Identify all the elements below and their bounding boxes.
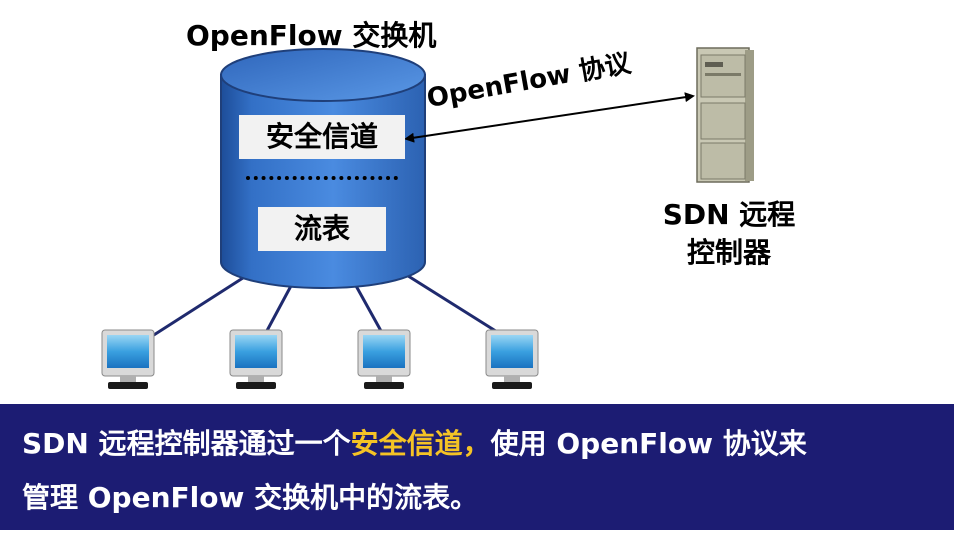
host-2 (229, 329, 283, 389)
caption-box: SDN 远程控制器通过一个安全信道，使用 OpenFlow 协议来 管理 Ope… (0, 404, 954, 530)
host-3 (357, 329, 411, 389)
caption-line-1: SDN 远程控制器通过一个安全信道，使用 OpenFlow 协议来 (22, 422, 807, 462)
monitor-icon (485, 329, 539, 389)
dotted-separator (246, 176, 398, 180)
protocol-arrow (404, 92, 695, 143)
caption-highlight: 安全信道， (350, 427, 491, 460)
caption-text-1b: 使用 OpenFlow 协议来 (490, 427, 807, 460)
server-icon (696, 47, 754, 183)
host-1 (101, 329, 155, 389)
controller-label: SDN 远程 控制器 (652, 196, 806, 272)
openflow-switch-cylinder (220, 48, 426, 289)
host-links (145, 272, 511, 342)
controller-label-line2: 控制器 (686, 236, 771, 269)
monitor-icon (101, 329, 155, 389)
caption-text-1a: SDN 远程控制器通过一个 (22, 427, 351, 460)
link-host-1 (145, 274, 247, 342)
monitor-icon (229, 329, 283, 389)
link-host-4 (404, 272, 511, 342)
flow-table-label: 流表 (258, 207, 386, 251)
host-4 (485, 329, 539, 389)
secure-channel-label: 安全信道 (239, 115, 405, 159)
caption-line-2: 管理 OpenFlow 交换机中的流表。 (22, 481, 479, 514)
controller-label-line1: SDN 远程 (662, 198, 796, 231)
switch-title: OpenFlow 交换机 (186, 19, 437, 52)
monitor-icon (357, 329, 411, 389)
